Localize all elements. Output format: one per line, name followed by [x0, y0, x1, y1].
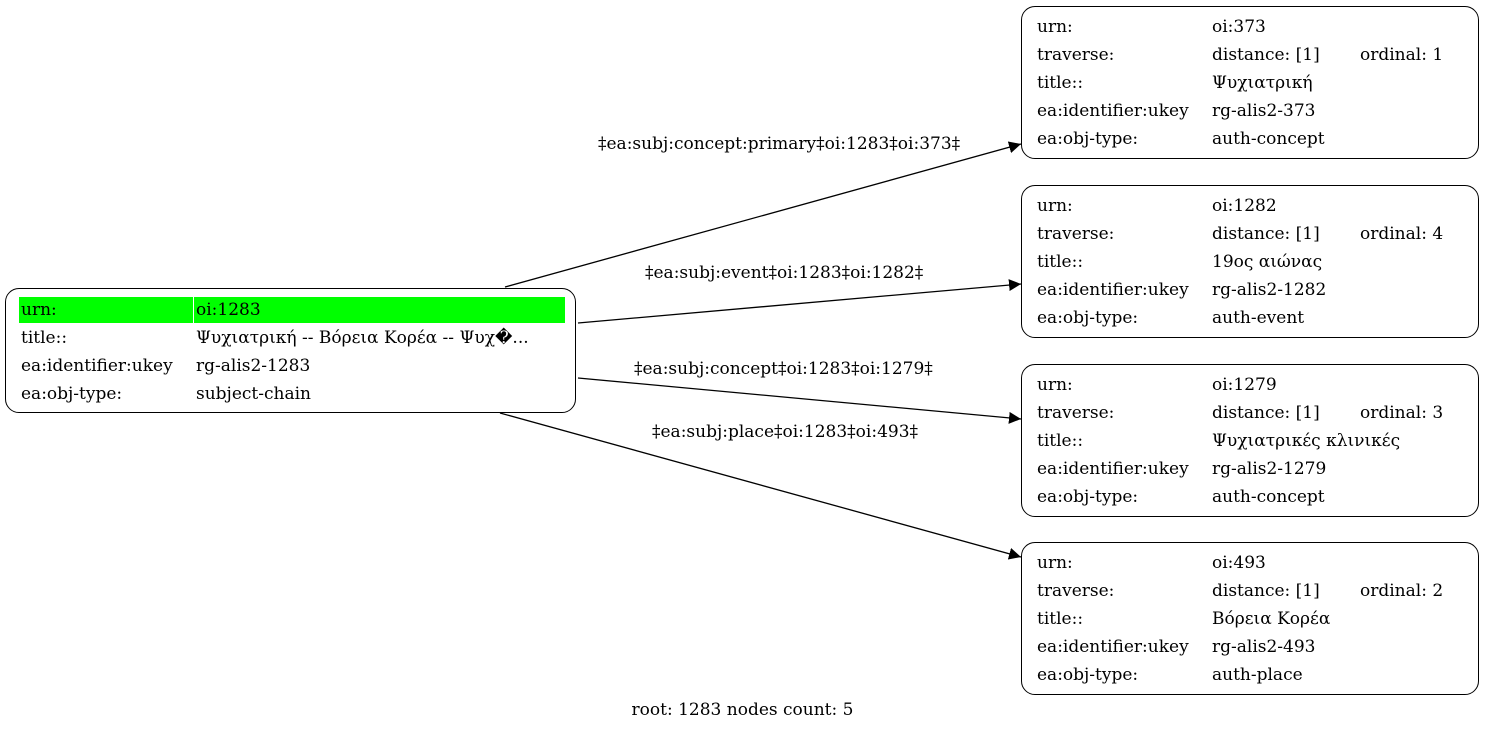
child-ordinal-value: ordinal: 2 — [1360, 581, 1444, 601]
child-row-key: title:: — [1037, 73, 1084, 93]
child-row-ukey: ea:identifier:ukey rg-alis2-1282 — [1022, 277, 1480, 303]
graph-footer: root: 1283 nodes count: 5 — [631, 700, 854, 720]
child-title-value: 19ος αιώνας — [1212, 252, 1323, 272]
child-ordinal-value: ordinal: 4 — [1360, 224, 1444, 244]
root-row-value: rg-alis2-1283 — [196, 356, 311, 376]
child-node: urn: oi:373 traverse: distance: [1] ordi… — [1021, 6, 1479, 159]
child-row-ukey: ea:identifier:ukey rg-alis2-493 — [1022, 634, 1480, 660]
child-row-key: traverse: — [1037, 581, 1115, 601]
child-row-key: urn: — [1037, 196, 1073, 216]
child-ukey-value: rg-alis2-1279 — [1212, 459, 1327, 479]
child-row-key: urn: — [1037, 17, 1073, 37]
child-row-traverse: traverse: distance: [1] ordinal: 4 — [1022, 221, 1480, 247]
child-row-title: title:: Ψυχιατρική — [1022, 70, 1480, 96]
edge-label: ‡ea:subj:concept‡oi:1283‡oi:1279‡ — [634, 359, 933, 379]
child-row-key: urn: — [1037, 375, 1073, 395]
child-node: urn: oi:1279 traverse: distance: [1] ord… — [1021, 364, 1479, 517]
edge-line — [499, 412, 1022, 560]
edge-line — [577, 279, 1022, 324]
child-row-key: urn: — [1037, 553, 1073, 573]
child-title-value: Ψυχιατρική — [1212, 73, 1313, 93]
child-row-title: title:: Ψυχιατρικές κλινικές — [1022, 428, 1480, 454]
child-obj-type-value: auth-event — [1212, 308, 1305, 328]
root-row-ukey: ea:identifier:ukey rg-alis2-1283 — [6, 353, 577, 379]
child-row-urn: urn: oi:493 — [1022, 550, 1480, 576]
root-row-value: Ψυχιατρική -- Βόρεια Κορέα -- Ψυχ�... — [196, 328, 529, 348]
child-urn-value: oi:493 — [1212, 553, 1266, 573]
root-row-key: ea:obj-type: — [21, 384, 123, 404]
child-row-obj-type: ea:obj-type: auth-place — [1022, 662, 1480, 688]
child-row-key: title:: — [1037, 609, 1084, 629]
child-row-urn: urn: oi:1282 — [1022, 193, 1480, 219]
child-row-key: traverse: — [1037, 403, 1115, 423]
edge-label: ‡ea:subj:concept:primary‡oi:1283‡oi:373‡ — [598, 134, 961, 154]
child-row-key: traverse: — [1037, 45, 1115, 65]
child-title-value: Ψυχιατρικές κλινικές — [1212, 431, 1401, 451]
child-distance-value: distance: [1] — [1212, 224, 1320, 244]
child-distance-value: distance: [1] — [1212, 581, 1320, 601]
root-row-key: ea:identifier:ukey — [21, 356, 173, 376]
edge-label: ‡ea:subj:place‡oi:1283‡oi:493‡ — [652, 422, 919, 442]
child-row-key: ea:obj-type: — [1037, 487, 1139, 507]
child-row-obj-type: ea:obj-type: auth-event — [1022, 305, 1480, 331]
child-ukey-value: rg-alis2-373 — [1212, 101, 1316, 121]
child-title-value: Βόρεια Κορέα — [1212, 609, 1331, 629]
root-row-obj-type: ea:obj-type: subject-chain — [6, 381, 577, 407]
child-obj-type-value: auth-place — [1212, 665, 1303, 685]
child-distance-value: distance: [1] — [1212, 403, 1320, 423]
root-row-key: urn: — [19, 297, 193, 323]
child-row-key: ea:obj-type: — [1037, 308, 1139, 328]
child-obj-type-value: auth-concept — [1212, 129, 1325, 149]
child-urn-value: oi:1279 — [1212, 375, 1277, 395]
root-row-value: oi:1283 — [194, 297, 565, 323]
child-row-traverse: traverse: distance: [1] ordinal: 3 — [1022, 400, 1480, 426]
child-row-key: ea:obj-type: — [1037, 129, 1139, 149]
child-row-key: ea:identifier:ukey — [1037, 459, 1189, 479]
child-distance-value: distance: [1] — [1212, 45, 1320, 65]
child-ordinal-value: ordinal: 3 — [1360, 403, 1444, 423]
child-ukey-value: rg-alis2-493 — [1212, 637, 1316, 657]
child-ukey-value: rg-alis2-1282 — [1212, 280, 1327, 300]
child-row-ukey: ea:identifier:ukey rg-alis2-373 — [1022, 98, 1480, 124]
root-node: urn: oi:1283 title:: Ψυχιατρική -- Βόρει… — [5, 288, 576, 413]
root-row-urn: urn: oi:1283 — [6, 297, 577, 323]
child-row-title: title:: 19ος αιώνας — [1022, 249, 1480, 275]
child-row-urn: urn: oi:1279 — [1022, 372, 1480, 398]
child-row-traverse: traverse: distance: [1] ordinal: 2 — [1022, 578, 1480, 604]
child-row-ukey: ea:identifier:ukey rg-alis2-1279 — [1022, 456, 1480, 482]
child-row-obj-type: ea:obj-type: auth-concept — [1022, 484, 1480, 510]
child-row-traverse: traverse: distance: [1] ordinal: 1 — [1022, 42, 1480, 68]
child-urn-value: oi:373 — [1212, 17, 1266, 37]
child-row-key: traverse: — [1037, 224, 1115, 244]
child-urn-value: oi:1282 — [1212, 196, 1277, 216]
child-row-title: title:: Βόρεια Κορέα — [1022, 606, 1480, 632]
child-row-obj-type: ea:obj-type: auth-concept — [1022, 126, 1480, 152]
edge-label: ‡ea:subj:event‡oi:1283‡oi:1282‡ — [645, 263, 924, 283]
child-ordinal-value: ordinal: 1 — [1360, 45, 1444, 65]
root-row-value: subject-chain — [196, 384, 311, 404]
edge-line — [577, 377, 1022, 424]
child-row-key: ea:identifier:ukey — [1037, 280, 1189, 300]
child-row-key: title:: — [1037, 252, 1084, 272]
child-row-key: ea:identifier:ukey — [1037, 101, 1189, 121]
child-row-key: ea:identifier:ukey — [1037, 637, 1189, 657]
child-row-urn: urn: oi:373 — [1022, 14, 1480, 40]
child-obj-type-value: auth-concept — [1212, 487, 1325, 507]
child-node: urn: oi:1282 traverse: distance: [1] ord… — [1021, 185, 1479, 338]
root-row-title: title:: Ψυχιατρική -- Βόρεια Κορέα -- Ψυ… — [6, 325, 577, 351]
child-row-key: title:: — [1037, 431, 1084, 451]
child-node: urn: oi:493 traverse: distance: [1] ordi… — [1021, 542, 1479, 695]
root-row-key: title:: — [21, 328, 68, 348]
child-row-key: ea:obj-type: — [1037, 665, 1139, 685]
edge-line — [504, 141, 1022, 288]
